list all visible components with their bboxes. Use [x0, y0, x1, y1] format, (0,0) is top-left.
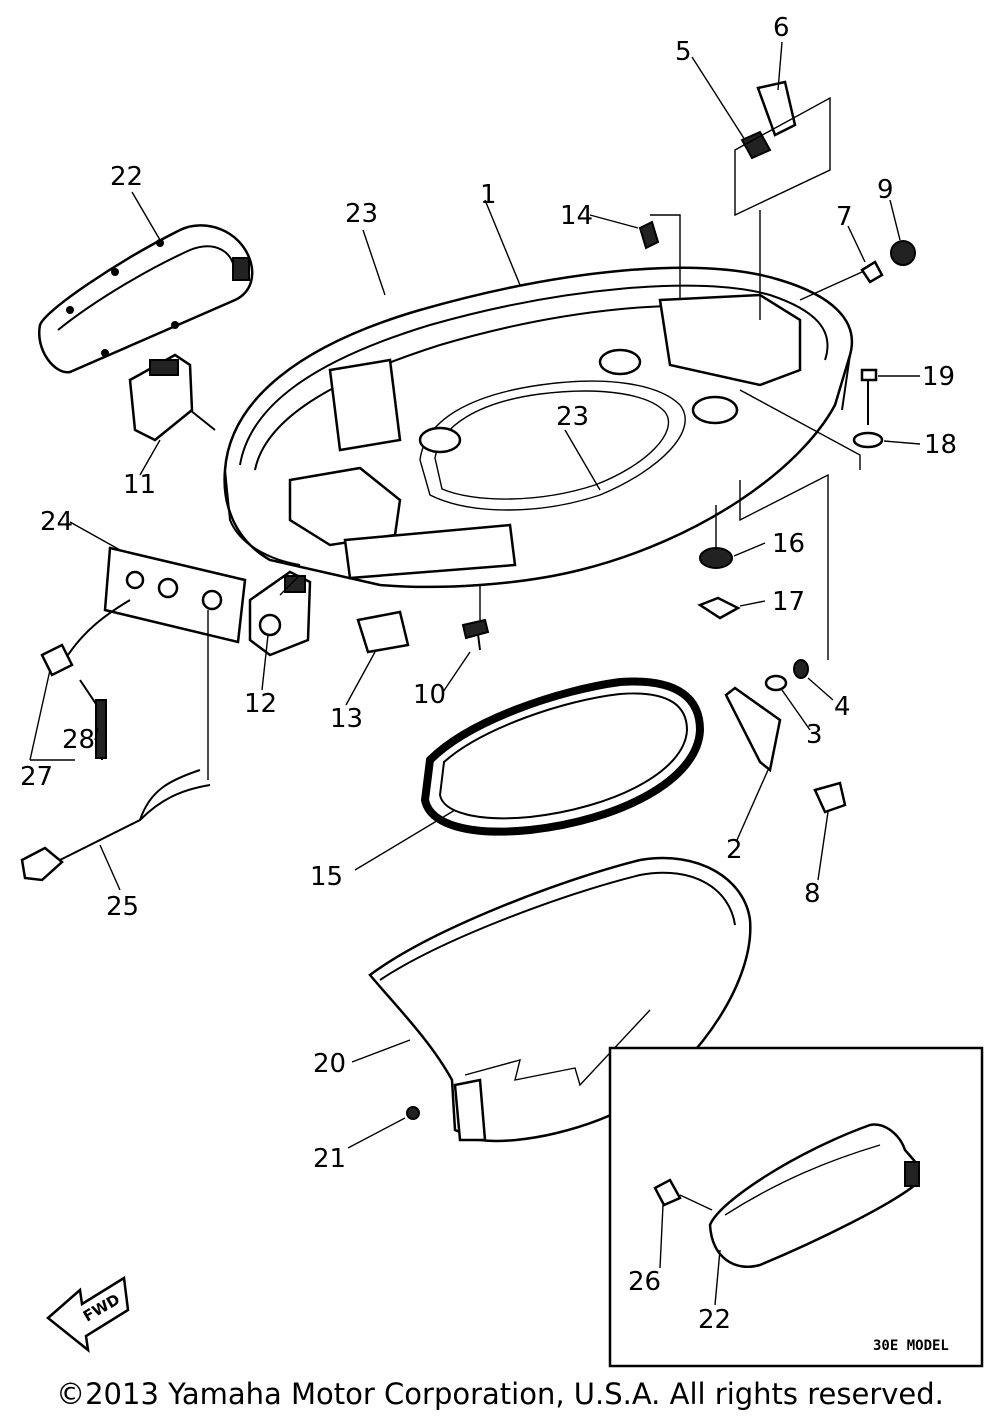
callout-15: 15: [310, 862, 343, 892]
copyright-notice: ©2013 Yamaha Motor Corporation, U.S.A. A…: [56, 1377, 944, 1411]
inset-model-label: 30E MODEL: [873, 1338, 949, 1354]
plate-part-24: [103, 546, 247, 644]
callout-1: 1: [480, 180, 497, 210]
lever-parts-2-3-4-8: [724, 659, 847, 814]
callout-26: 26: [628, 1267, 661, 1297]
callout-22-top: 22: [110, 162, 143, 192]
bracket-part-11: [128, 353, 216, 442]
callout-27: 27: [20, 762, 53, 792]
callout-25: 25: [106, 892, 139, 922]
switch-part-12: [248, 570, 312, 657]
grommet-parts-16-17: [697, 473, 829, 660]
cap-part-13: [356, 610, 410, 654]
callout-11: 11: [123, 470, 156, 500]
bolt-washer-parts-18-19: [739, 368, 884, 470]
callout-8: 8: [804, 879, 821, 909]
fastener-parts-7-9: [799, 240, 916, 301]
top-right-fasteners: [734, 80, 831, 320]
callout-28: 28: [62, 725, 95, 755]
leader-lines: [29, 41, 921, 1306]
model-inset: 30E MODEL: [608, 1046, 984, 1368]
small-part-14: [638, 214, 681, 300]
callout-10: 10: [413, 680, 446, 710]
callout-2: 2: [726, 835, 743, 865]
bottom-cowling-part: [223, 266, 854, 589]
callout-20: 20: [313, 1049, 346, 1079]
callout-17: 17: [772, 587, 805, 617]
callout-22-inset: 22: [698, 1305, 731, 1335]
callout-5: 5: [675, 37, 692, 67]
callout-16: 16: [772, 529, 805, 559]
callout-3: 3: [806, 720, 823, 750]
bolt-part-10: [461, 585, 490, 651]
callout-23-mid: 23: [556, 402, 589, 432]
callout-21: 21: [313, 1144, 346, 1174]
callout-9: 9: [877, 175, 894, 205]
callout-4: 4: [834, 692, 851, 722]
callout-numbers: 1 2 3 4 5 6 7 8 9 10 11 12 13 14 15 16 1…: [20, 13, 957, 1335]
gasket-plate-part-22: [37, 224, 254, 374]
callout-7: 7: [836, 202, 853, 232]
callout-18: 18: [924, 430, 957, 460]
exploded-view-drawing: 30E MODEL FWD: [20, 13, 984, 1368]
callout-19: 19: [922, 362, 955, 392]
wiring-parts: [20, 599, 211, 882]
callout-23-top: 23: [345, 199, 378, 229]
screw-part-21: [406, 1106, 420, 1120]
fwd-arrow: FWD: [46, 1275, 130, 1353]
callout-13: 13: [330, 704, 363, 734]
callout-24: 24: [40, 507, 73, 537]
callout-12: 12: [244, 689, 277, 719]
callout-14: 14: [560, 201, 593, 231]
seal-ring-part: [420, 677, 705, 836]
callout-6: 6: [773, 13, 790, 43]
